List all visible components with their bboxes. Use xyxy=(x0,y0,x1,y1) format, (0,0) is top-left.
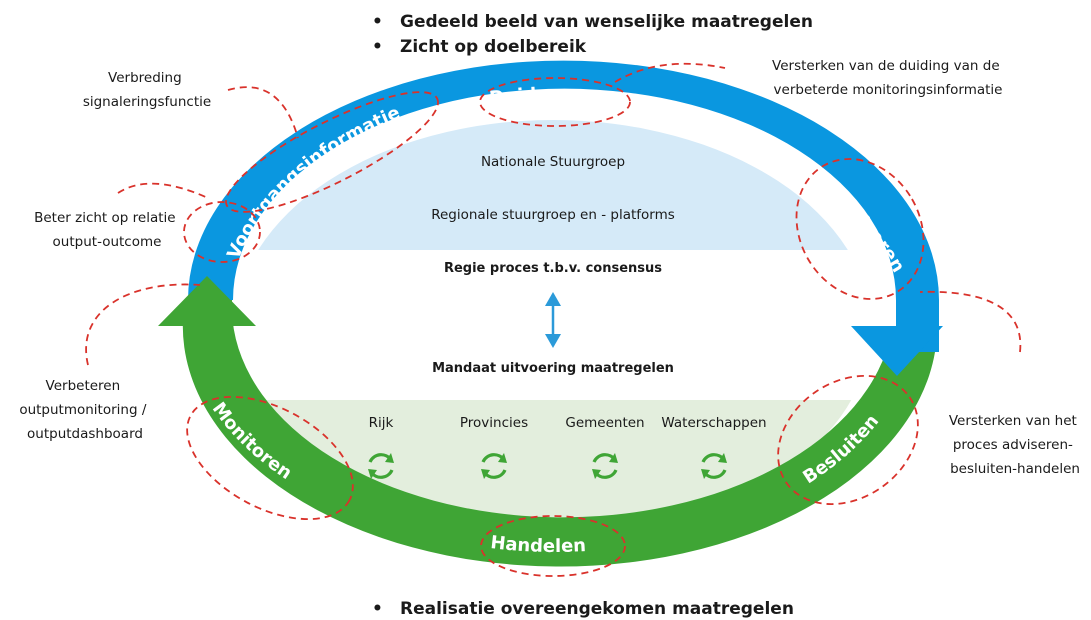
top-bullets: • Gedeeld beeld van wenselijke maatregel… xyxy=(372,12,813,57)
adviseren-highlight xyxy=(795,158,925,300)
party-label: Provincies xyxy=(460,415,528,431)
verbreding-leader xyxy=(227,86,299,139)
party-label: Gemeenten xyxy=(565,415,644,431)
annotation-verbeteren: Verbeteren outputmonitoring / outputdash… xyxy=(19,378,150,442)
green-band xyxy=(182,300,936,567)
party-label: Waterschappen xyxy=(661,415,766,431)
highlight-markers xyxy=(85,62,1022,577)
ring-label-handelen: Handelen xyxy=(489,532,586,557)
besluiten-highlight xyxy=(777,375,919,505)
bullet-dot: • xyxy=(372,599,383,619)
double-arrow-icon xyxy=(545,292,561,348)
green-arrow-head xyxy=(158,276,256,326)
top-bullet: Gedeeld beeld van wenselijke maatregelen xyxy=(400,12,813,32)
regie-label: Regie proces t.b.v. consensus xyxy=(444,261,662,276)
party-label: Rijk xyxy=(369,415,394,431)
versterken-proces-leader xyxy=(919,290,1022,353)
national-steering-label: Nationale Stuurgroep xyxy=(481,154,625,170)
cycle-ring xyxy=(158,60,943,567)
bullet-dot: • xyxy=(372,12,383,32)
voortgang-highlight xyxy=(225,91,439,213)
top-bullet: Zicht op doelbereik xyxy=(400,37,587,57)
verbeteren-leader xyxy=(85,283,201,366)
annotation-beter-zicht: Beter zicht op relatie output-outcome xyxy=(34,210,180,250)
beter-zicht-highlight xyxy=(183,201,261,263)
monitoren-highlight xyxy=(186,395,354,521)
mandaat-label: Mandaat uitvoering maatregelen xyxy=(432,361,674,376)
annotation-verbreding: Verbreding signaleringsfunctie xyxy=(83,70,211,110)
regional-steering-label: Regionale stuurgroep en - platforms xyxy=(431,207,675,223)
bottom-bullet: Realisatie overeengekomen maatregelen xyxy=(400,599,794,619)
annotation-versterken-proces: Versterken van het proces adviseren- bes… xyxy=(949,413,1081,477)
ring-label-duiden: Duiden xyxy=(488,84,562,109)
bullet-dot: • xyxy=(372,37,383,57)
bottom-bullets: • Realisatie overeengekomen maatregelen xyxy=(372,599,794,619)
beter-zicht-leader xyxy=(117,182,209,199)
handelen-highlight xyxy=(480,515,626,577)
duiden-leader xyxy=(614,62,726,83)
parties: Rijk Provincies Gemeenten Waterschappen xyxy=(366,415,767,481)
duiden-highlight xyxy=(479,77,631,127)
annotation-versterken-duiding: Versterken van de duiding van de verbete… xyxy=(772,58,1004,98)
blue-arrow-head xyxy=(851,326,943,376)
